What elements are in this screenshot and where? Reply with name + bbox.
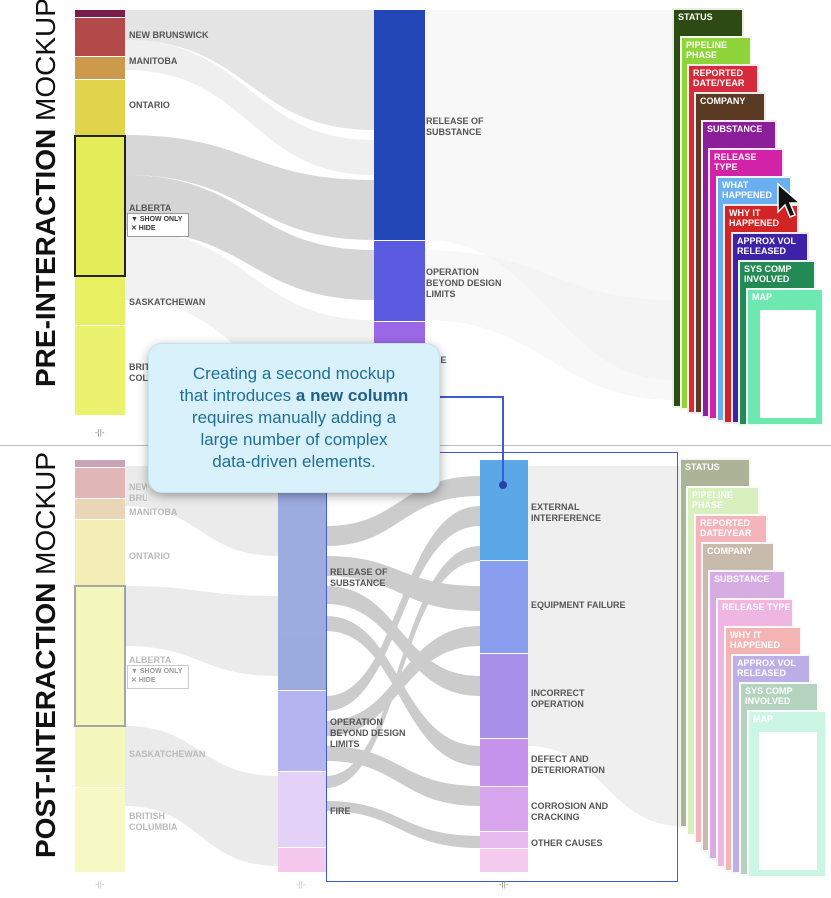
bar-segment[interactable] xyxy=(75,18,125,56)
drag-handle[interactable]: -||- xyxy=(499,880,509,889)
bar-segment[interactable] xyxy=(278,490,326,690)
detail-card[interactable]: APPROX VOL RELEASED xyxy=(731,654,811,874)
bar-segment[interactable] xyxy=(480,561,528,653)
bar-segment[interactable] xyxy=(374,241,425,321)
cause-label: INCORRECT OPERATION xyxy=(531,688,585,709)
callout-box: Creating a second mockup that introduces… xyxy=(148,343,440,493)
cursor-icon xyxy=(777,182,802,218)
bar-segment[interactable] xyxy=(278,691,326,771)
bar-segment[interactable] xyxy=(75,57,125,79)
bar-segment[interactable] xyxy=(75,788,125,872)
detail-card[interactable]: REPORTED DATE/YEAR xyxy=(694,514,768,844)
cause-label: DEFECT AND DETERIORATION xyxy=(531,754,605,775)
hide-button[interactable]: ✕ HIDE xyxy=(131,677,156,684)
bar-segment[interactable] xyxy=(278,848,326,872)
bar-segment[interactable] xyxy=(75,499,125,519)
bar-segment-selected[interactable] xyxy=(74,135,126,277)
bar-segment[interactable] xyxy=(480,849,528,872)
bar-segment[interactable] xyxy=(480,654,528,738)
bar-segment-selected[interactable] xyxy=(74,585,126,727)
bar-segment[interactable] xyxy=(75,326,125,415)
show-only-button[interactable]: ▼ SHOW ONLY xyxy=(131,668,183,675)
bar-segment[interactable] xyxy=(75,10,125,17)
cause-label: EXTERNAL INTERFERENCE xyxy=(531,502,602,523)
filter-popup: ▼ SHOW ONLY ✕ HIDE xyxy=(127,213,189,237)
province-label: MANITOBA xyxy=(129,507,178,517)
cause-label: CORROSION AND CRACKING xyxy=(531,801,609,822)
cause-label: OTHER CAUSES xyxy=(531,838,603,848)
incident-label: RELEASE OF SUBSTANCE xyxy=(330,567,388,588)
province-label: SASKATCHEWAN xyxy=(129,749,206,759)
bar-segment[interactable] xyxy=(75,520,125,585)
hide-button[interactable]: ✕ HIDE xyxy=(131,225,156,232)
detail-card[interactable]: RELEASE TYPE xyxy=(716,598,794,868)
bar-segment[interactable] xyxy=(374,10,425,240)
province-label: BRITISH COLUMBIA xyxy=(129,362,149,383)
detail-card[interactable]: MAP xyxy=(747,710,827,878)
province-label: ONTARIO xyxy=(129,100,170,110)
map-thumbnail[interactable] xyxy=(760,310,816,418)
drag-handle[interactable]: -||- xyxy=(95,880,105,889)
province-label: ONTARIO xyxy=(129,551,170,561)
bar-segment[interactable] xyxy=(480,832,528,848)
province-label: SASKATCHEWAN xyxy=(129,297,206,307)
bar-segment[interactable] xyxy=(278,772,326,847)
province-label: MANITOBA xyxy=(129,56,178,66)
detail-card[interactable]: PIPELINE PHASE xyxy=(686,486,760,836)
province-label: NEW BRUNSWICK xyxy=(129,482,147,503)
bar-segment[interactable] xyxy=(480,787,528,831)
incident-label: OPERATION BEYOND DESIGN LIMITS xyxy=(426,267,502,299)
post-province-column xyxy=(74,460,126,872)
detail-card[interactable]: WHY IT HAPPENED xyxy=(724,626,802,872)
bar-segment[interactable] xyxy=(480,739,528,786)
detail-card[interactable]: MAP xyxy=(746,288,824,426)
incident-label: FIRE xyxy=(330,806,351,816)
province-label: ALBERTA xyxy=(129,203,172,213)
post-incident-column xyxy=(278,490,326,872)
bar-segment[interactable] xyxy=(75,468,125,498)
incident-label: RELEASE OF SUBSTANCE xyxy=(426,116,484,137)
show-only-button[interactable]: ▼ SHOW ONLY xyxy=(131,216,183,223)
callout-text: Creating a second mockup that introduces… xyxy=(179,364,409,471)
drag-handle[interactable]: -||- xyxy=(296,880,306,889)
drag-handle[interactable]: -||- xyxy=(95,428,105,437)
province-label: BRITISH COLUMBIA xyxy=(129,811,178,832)
bar-segment[interactable] xyxy=(75,277,125,325)
bar-segment[interactable] xyxy=(75,727,125,787)
detail-card[interactable]: STATUS xyxy=(679,458,751,828)
filter-popup: ▼ SHOW ONLY ✕ HIDE xyxy=(127,665,189,689)
detail-card[interactable]: SYS COMP INVOLVED xyxy=(739,682,819,876)
detail-card[interactable]: SUBSTANCE xyxy=(708,570,786,860)
detail-card[interactable]: COMPANY xyxy=(701,542,775,852)
bar-segment[interactable] xyxy=(75,460,125,467)
incident-label: OPERATION BEYOND DESIGN LIMITS xyxy=(330,717,406,749)
map-thumbnail[interactable] xyxy=(759,732,817,870)
province-label: NEW BRUNSWICK xyxy=(129,30,209,40)
province-label: ALBERTA xyxy=(129,655,172,665)
cause-label: EQUIPMENT FAILURE xyxy=(531,600,626,610)
pre-province-column xyxy=(74,10,126,415)
bar-segment[interactable] xyxy=(75,80,125,135)
